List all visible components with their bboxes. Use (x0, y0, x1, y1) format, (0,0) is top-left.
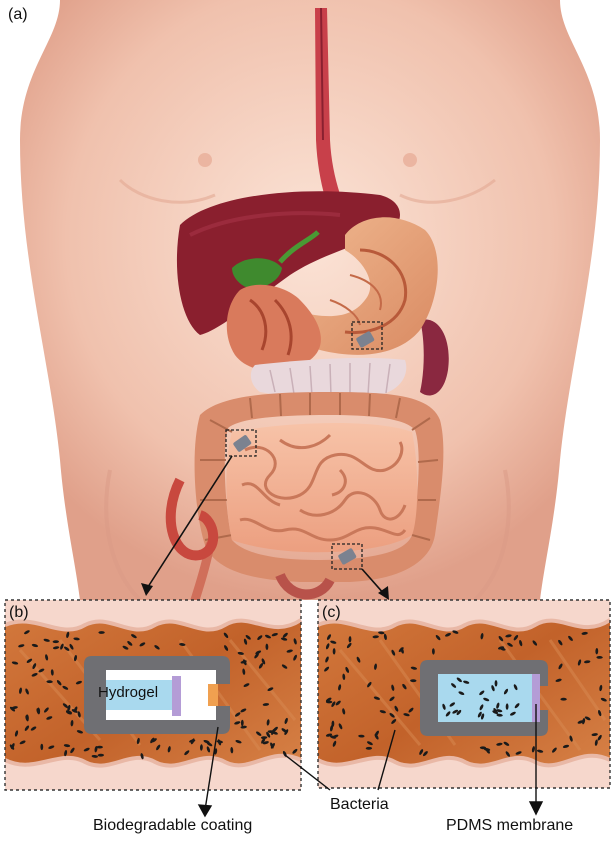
panel-a-torso (20, 0, 600, 600)
panel-c (318, 600, 610, 788)
bacterium (495, 680, 498, 686)
panel-b-label: (b) (9, 604, 29, 622)
biodegradable-coating-label: Biodegradable coating (93, 817, 252, 835)
panel-a-label: (a) (8, 6, 28, 24)
bacteria-label: Bacteria (330, 796, 389, 814)
bacterium (326, 701, 332, 704)
hydrogel-label: Hydrogel (98, 684, 158, 701)
small-intestine (226, 423, 417, 552)
panel-c-label: (c) (322, 604, 341, 622)
bacterium (97, 746, 103, 749)
membrane-b (172, 676, 181, 716)
bacterium (560, 698, 566, 701)
pdms-membrane-label: PDMS membrane (446, 817, 573, 835)
bacterium (40, 744, 43, 750)
mesentery (251, 358, 406, 398)
